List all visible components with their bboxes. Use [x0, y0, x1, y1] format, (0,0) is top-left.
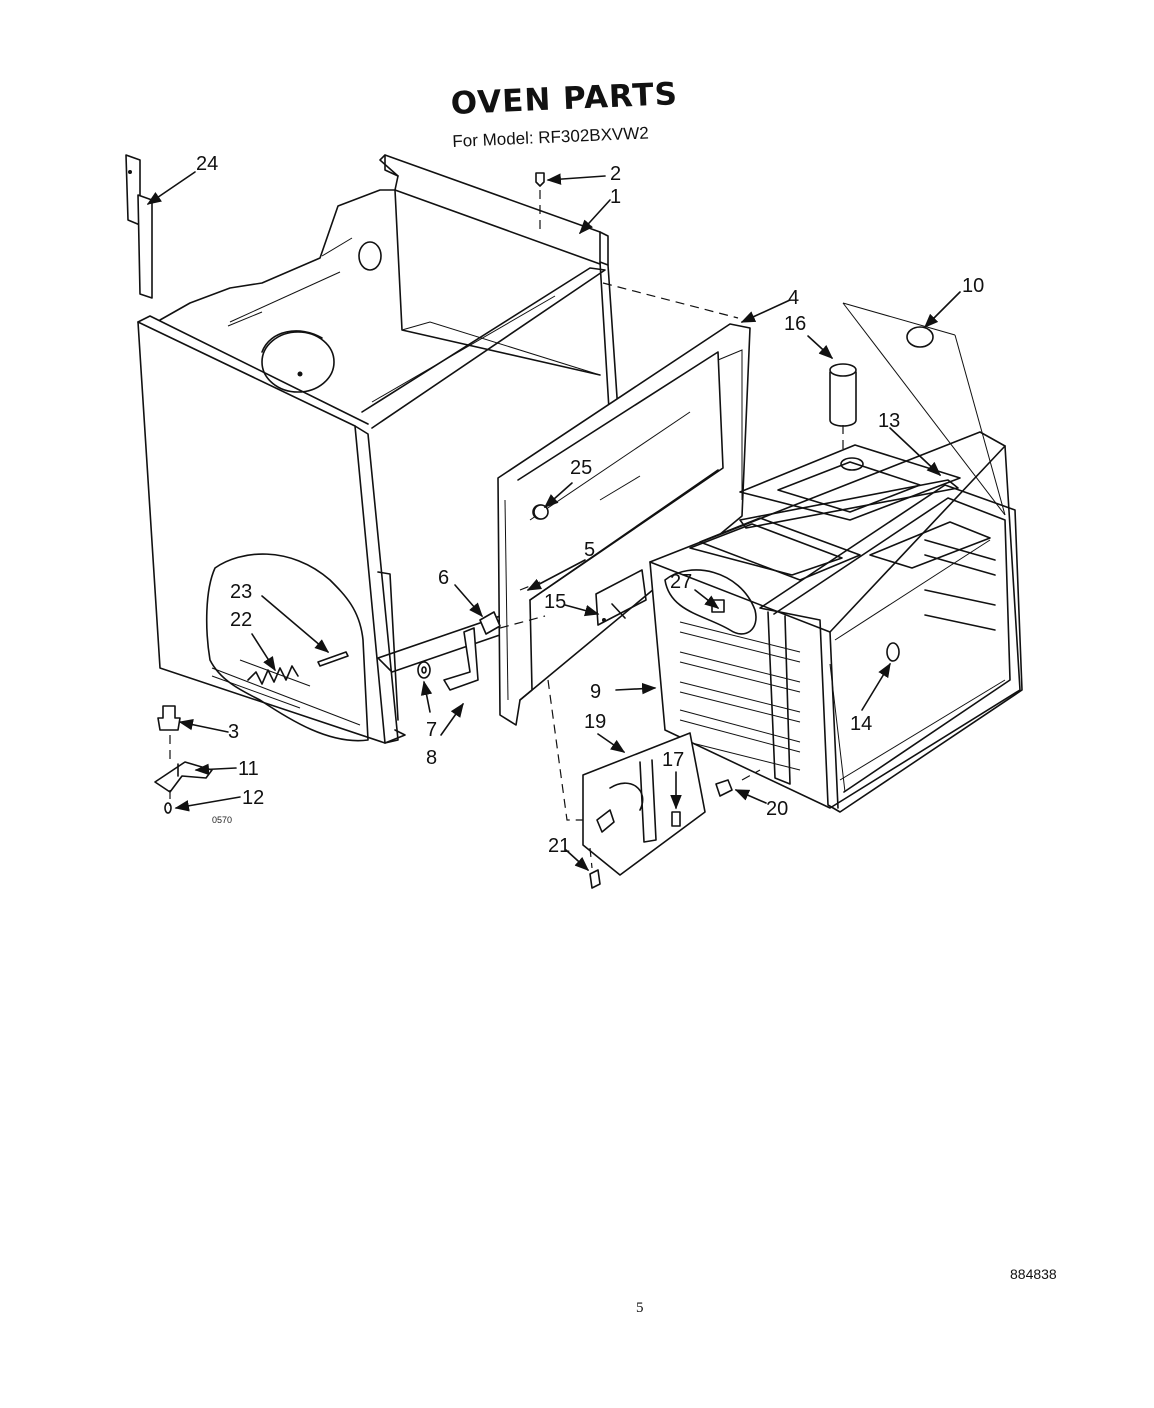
oven-liner	[649, 431, 1023, 813]
callout-13: 13	[878, 410, 900, 432]
page-number: 5	[636, 1300, 644, 1316]
callout-1: 1	[610, 186, 621, 208]
callout-16: 16	[784, 313, 806, 335]
callout-27: 27	[670, 571, 692, 593]
drawing-code: 0570	[212, 815, 233, 825]
callout-9: 9	[590, 681, 601, 703]
callout-14: 14	[850, 713, 872, 735]
callout-24: 24	[196, 153, 218, 175]
callout-4: 4	[788, 287, 799, 309]
callout-21: 21	[548, 835, 570, 857]
callout-12: 12	[242, 787, 264, 809]
callout-11: 11	[238, 758, 259, 780]
callout-22: 22	[230, 609, 252, 631]
leader-lines	[146, 171, 961, 871]
document-code: 884838	[1010, 1266, 1057, 1282]
callout-20: 20	[766, 798, 788, 820]
callout-25: 25	[570, 457, 592, 479]
callout-3: 3	[228, 721, 239, 743]
callout-10: 10	[962, 275, 984, 297]
callout-labels: 24 2 1 4 10 16 13 25 5 15 6 27 23 22 9 1…	[196, 153, 984, 857]
front-frame	[497, 323, 751, 726]
callout-17: 17	[662, 749, 684, 771]
callout-7: 7	[426, 719, 437, 741]
callout-5: 5	[584, 539, 595, 561]
alignment-lines	[169, 190, 1006, 869]
callout-2: 2	[610, 163, 621, 185]
callout-6: 6	[438, 567, 449, 589]
callout-8: 8	[426, 747, 437, 769]
callout-23: 23	[230, 581, 252, 603]
small-parts	[125, 154, 934, 889]
callout-19: 19	[584, 711, 606, 733]
callout-15: 15	[544, 591, 566, 613]
